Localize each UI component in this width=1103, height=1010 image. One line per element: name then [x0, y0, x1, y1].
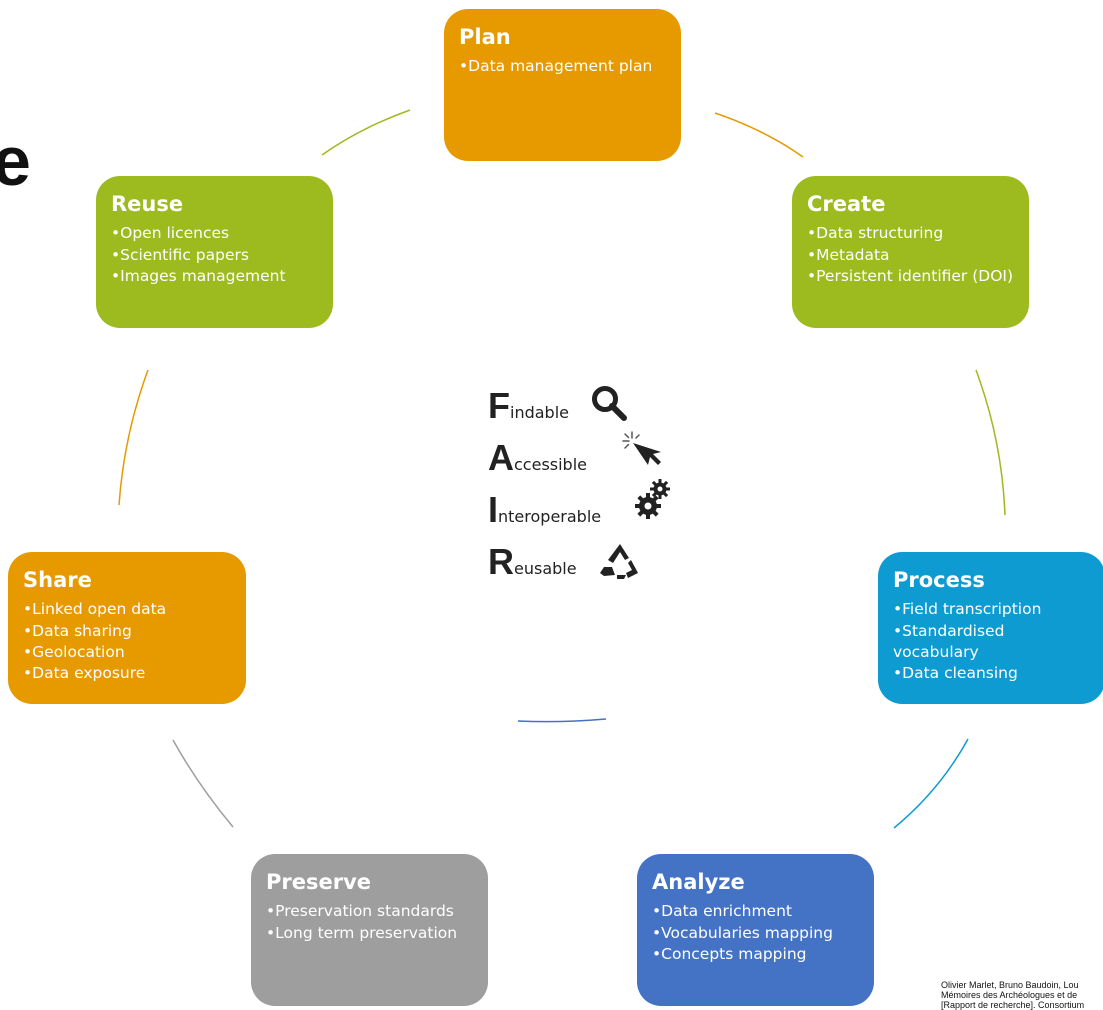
stage-preserve: Preserve •Preservation standards •Long t… [251, 854, 488, 1006]
stage-item: •Data cleansing [893, 664, 1018, 683]
arc-share-reuse [118, 369, 149, 506]
stage-title: Create [807, 192, 886, 216]
stage-create: Create •Data structuring •Metadata •Pers… [792, 176, 1029, 328]
fair-letter: F [488, 385, 510, 426]
stage-item: •Data management plan [459, 57, 653, 76]
stage-analyze: Analyze •Data enrichment •Vocabularies m… [637, 854, 874, 1006]
stage-item: •Field transcription [893, 600, 1042, 619]
cursor-click-icon [622, 431, 661, 465]
partial-title-text: e [0, 122, 31, 200]
stage-item: •Preservation standards [266, 902, 454, 921]
stage-item: •Metadata [807, 245, 890, 264]
fair-letter: R [488, 541, 514, 582]
stage-item: •Standardised vocabulary [893, 621, 1005, 661]
arc-plan-create [714, 112, 804, 158]
stage-plan: Plan •Data management plan [444, 9, 681, 161]
stage-title: Share [23, 568, 92, 592]
arc-process-analyze [893, 738, 969, 829]
stage-title: Preserve [266, 870, 372, 894]
fair-word: eusable [514, 559, 577, 578]
credit-line: Mémoires des Archéologues et de [941, 990, 1078, 1000]
arc-preserve-share [172, 739, 234, 828]
stage-item: •Geolocation [23, 642, 125, 661]
stage-reuse: Reuse •Open licences •Scientific papers … [96, 176, 333, 328]
stage-process: Process •Field transcription •Standardis… [878, 552, 1103, 704]
stage-item: •Scientific papers [111, 245, 249, 264]
stage-item: •Open licences [111, 224, 230, 243]
citation-credit: Olivier Marlet, Bruno Baudoin, Lou Mémoi… [941, 980, 1103, 1010]
stage-item: •Data structuring [807, 224, 944, 243]
fair-letter: I [488, 489, 499, 530]
fair-letter: A [488, 437, 514, 478]
arc-reuse-plan [321, 109, 411, 156]
stage-item: •Data enrichment [652, 902, 792, 921]
stage-title: Process [893, 568, 985, 592]
magnifier-icon [592, 386, 627, 421]
stage-title: Reuse [111, 192, 184, 216]
stage-item: •Images management [111, 266, 286, 285]
credit-line: [Rapport de recherche]. Consortium [941, 1000, 1085, 1010]
credit-line: Olivier Marlet, Bruno Baudoin, Lou [941, 980, 1079, 990]
stage-item: •Long term preservation [266, 923, 458, 942]
stage-item: •Data exposure [23, 664, 146, 683]
fair-word: nteroperable [498, 507, 602, 526]
stage-share: Share •Linked open data •Data sharing •G… [8, 552, 246, 704]
fair-word: ccessible [514, 455, 587, 474]
arc-create-process [975, 369, 1006, 516]
stage-item: •Concepts mapping [652, 944, 807, 963]
stage-item: •Vocabularies mapping [652, 923, 833, 942]
fair-word: indable [510, 403, 569, 422]
arc-analyze-preserve [517, 718, 607, 723]
stage-item: •Linked open data [23, 600, 167, 619]
stage-title: Plan [459, 25, 511, 49]
gears-icon [635, 479, 670, 519]
stage-item: •Data sharing [23, 621, 132, 640]
recycle-icon [600, 544, 638, 579]
stage-item: •Persistent identifier (DOI) [807, 266, 1014, 285]
stage-title: Analyze [652, 870, 745, 894]
